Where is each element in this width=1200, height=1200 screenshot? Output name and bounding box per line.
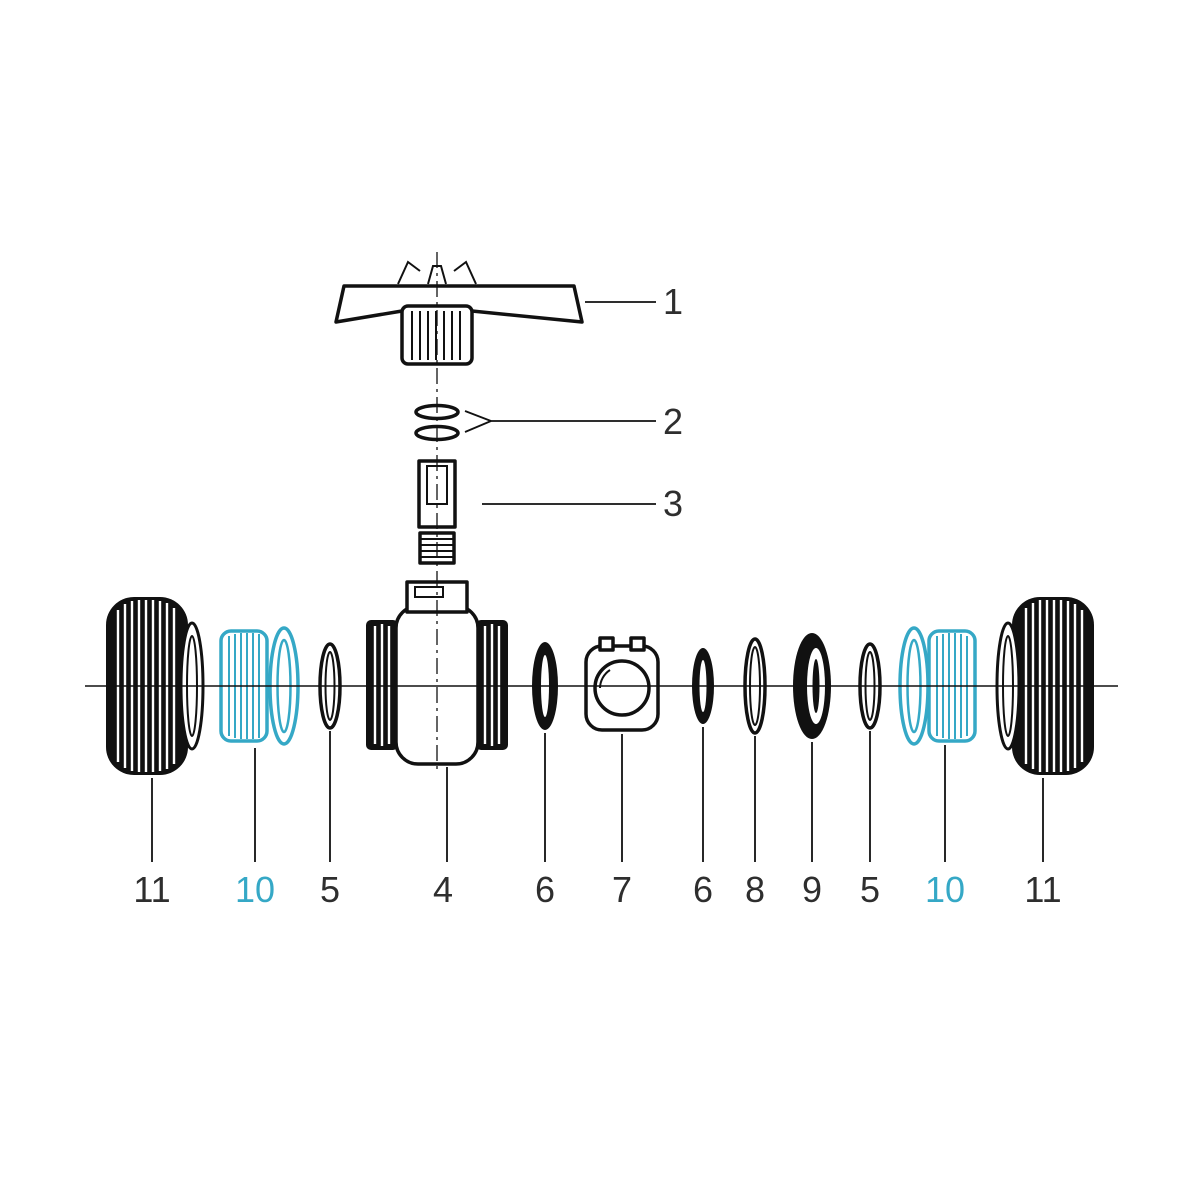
leader-lines — [151, 301, 1044, 862]
part-label-5-right: 5 — [860, 869, 880, 910]
part-label-8: 8 — [745, 869, 765, 910]
part-label-10-left: 10 — [235, 869, 275, 910]
part-label-9: 9 — [802, 869, 822, 910]
part-label-6-b: 6 — [693, 869, 713, 910]
part-label-4: 4 — [433, 869, 453, 910]
part-label-7: 7 — [612, 869, 632, 910]
part-label-1: 1 — [663, 281, 683, 322]
part-label-11-left: 11 — [133, 869, 170, 910]
part-label-3: 3 — [663, 483, 683, 524]
callout-labels-bottom: 11 10 5 4 6 7 6 8 9 5 10 11 — [133, 869, 1061, 910]
ball-carrier — [584, 636, 660, 732]
callout-labels-top: 1 2 3 — [663, 281, 683, 524]
part-label-5-left: 5 — [320, 869, 340, 910]
part-label-2: 2 — [663, 401, 683, 442]
center-lines — [85, 252, 1118, 772]
part-label-10-right: 10 — [925, 869, 965, 910]
part-label-11-right: 11 — [1024, 869, 1061, 910]
part-label-6-a: 6 — [535, 869, 555, 910]
handle — [334, 260, 584, 366]
